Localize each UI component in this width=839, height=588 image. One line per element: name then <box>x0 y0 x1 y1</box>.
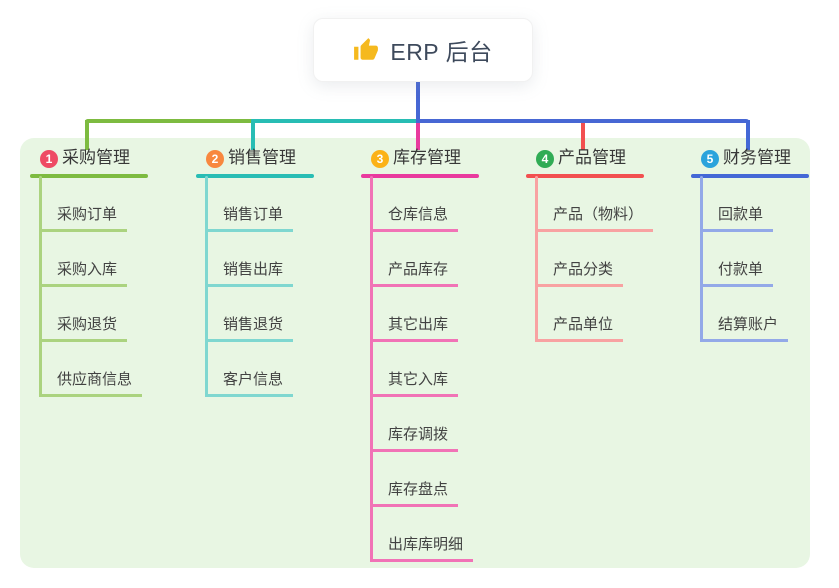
branch-title[interactable]: 产品管理 <box>558 148 626 167</box>
child-node[interactable]: 产品（物料） <box>535 203 654 232</box>
branch-number-badge: 3 <box>371 150 389 168</box>
child-node[interactable]: 客户信息 <box>205 368 294 397</box>
branch-underline <box>361 174 479 178</box>
child-node[interactable]: 采购退货 <box>39 313 128 342</box>
branch-number-badge: 1 <box>40 150 58 168</box>
child-node[interactable]: 回款单 <box>700 203 774 232</box>
branch-number-badge: 5 <box>701 150 719 168</box>
branch-title[interactable]: 财务管理 <box>723 148 791 167</box>
root-node[interactable]: ERP 后台 <box>313 18 533 82</box>
thumbs-up-icon <box>354 38 379 60</box>
connector-drop-2 <box>251 123 255 150</box>
child-node[interactable]: 库存盘点 <box>370 478 459 507</box>
branch-vertical-line <box>700 176 703 342</box>
child-node[interactable]: 采购入库 <box>39 258 128 287</box>
child-node[interactable]: 结算账户 <box>700 313 789 342</box>
branch-underline <box>30 174 148 178</box>
connector-horizontal-branch5 <box>416 119 750 123</box>
connector-drop-1 <box>85 120 89 150</box>
branch-number-badge: 4 <box>536 150 554 168</box>
connector-horizontal-branch1 <box>85 119 251 123</box>
connector-root-vertical <box>416 81 420 123</box>
branch-underline <box>691 174 809 178</box>
branch-vertical-line <box>535 176 538 342</box>
branch-title[interactable]: 库存管理 <box>393 148 461 167</box>
child-node[interactable]: 产品单位 <box>535 313 624 342</box>
connector-drop-4 <box>581 123 585 150</box>
child-node[interactable]: 供应商信息 <box>39 368 143 397</box>
child-node[interactable]: 出库库明细 <box>370 533 474 562</box>
child-node[interactable]: 其它入库 <box>370 368 459 397</box>
child-node[interactable]: 销售退货 <box>205 313 294 342</box>
child-node[interactable]: 付款单 <box>700 258 774 287</box>
branch-title[interactable]: 销售管理 <box>228 148 296 167</box>
branch-title[interactable]: 采购管理 <box>62 148 130 167</box>
branch-underline <box>196 174 314 178</box>
connector-drop-5 <box>746 120 750 150</box>
connector-horizontal-branch2 <box>251 119 418 123</box>
child-node[interactable]: 仓库信息 <box>370 203 459 232</box>
child-node[interactable]: 销售订单 <box>205 203 294 232</box>
child-node[interactable]: 库存调拨 <box>370 423 459 452</box>
branch-number-badge: 2 <box>206 150 224 168</box>
child-node[interactable]: 采购订单 <box>39 203 128 232</box>
root-title: ERP 后台 <box>390 39 493 65</box>
child-node[interactable]: 其它出库 <box>370 313 459 342</box>
branch-underline <box>526 174 644 178</box>
branches-panel <box>20 138 810 568</box>
child-node[interactable]: 产品分类 <box>535 258 624 287</box>
branch-vertical-line <box>370 176 373 562</box>
connector-drop-3 <box>416 123 420 150</box>
child-node[interactable]: 产品库存 <box>370 258 459 287</box>
child-node[interactable]: 销售出库 <box>205 258 294 287</box>
